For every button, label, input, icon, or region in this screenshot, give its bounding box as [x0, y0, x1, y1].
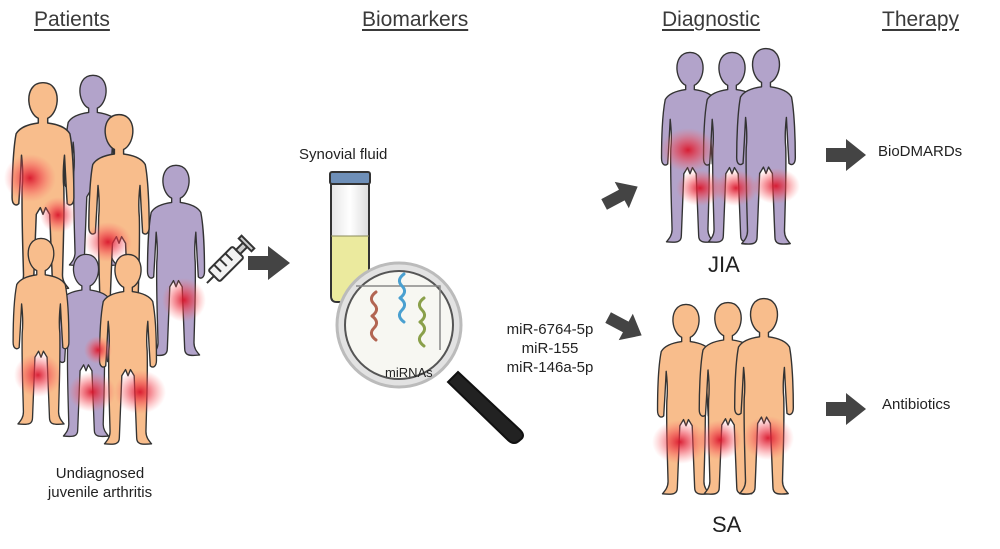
arrow-icon [826, 393, 866, 425]
caption-line2: juvenile arthritis [47, 484, 153, 501]
mirna-item: miR-6764-5p [506, 321, 594, 338]
synovial-fluid-tube [329, 171, 371, 303]
inflammation-glow [40, 197, 76, 233]
sa-therapy-label: Antibiotics [882, 396, 951, 413]
arrow-icon [248, 246, 290, 280]
header-diagnostic: Diagnostic [662, 8, 761, 31]
inflammation-glows-sa [652, 416, 794, 464]
sa-label: SA [712, 512, 742, 537]
mirna-item: miR-155 [521, 340, 579, 357]
mirna-strand [369, 290, 379, 342]
inflammation-glow [68, 372, 116, 412]
patients-caption: Undiagnosed juvenile arthritis [30, 464, 170, 502]
arrow-icon [605, 312, 642, 341]
mirna-item: miR-146a-5p [506, 359, 594, 376]
magnifier-icon [335, 261, 524, 444]
header-therapy: Therapy [882, 8, 960, 31]
inflammation-glows-patients [4, 154, 206, 414]
mirna-strand [397, 272, 407, 324]
inflammation-glow [162, 278, 206, 322]
header-patients: Patients [34, 8, 110, 31]
mirnas-lens-label: miRNAs [385, 365, 433, 380]
arrow-icon [601, 181, 638, 210]
inflammation-glows-jia [660, 128, 800, 206]
jia-therapy-label: BioDMARDs [878, 143, 963, 160]
sa-group [656, 297, 795, 495]
mirna-strand [417, 296, 427, 348]
caption-line1: Undiagnosed [55, 465, 145, 482]
inflammation-glow [84, 336, 112, 364]
mirna-list: miR-6764-5p miR-155 miR-146a-5p [490, 320, 610, 377]
syringe-icon [206, 234, 256, 284]
arrow-icon [826, 139, 866, 171]
inflammation-glow [4, 154, 56, 202]
synovial-fluid-label: Synovial fluid [299, 146, 388, 163]
jia-label: JIA [708, 252, 740, 277]
inflammation-glow [114, 370, 166, 414]
inflammation-glow [84, 222, 132, 262]
inflammation-glow [14, 353, 62, 397]
header-biomarkers: Biomarkers [362, 8, 469, 31]
